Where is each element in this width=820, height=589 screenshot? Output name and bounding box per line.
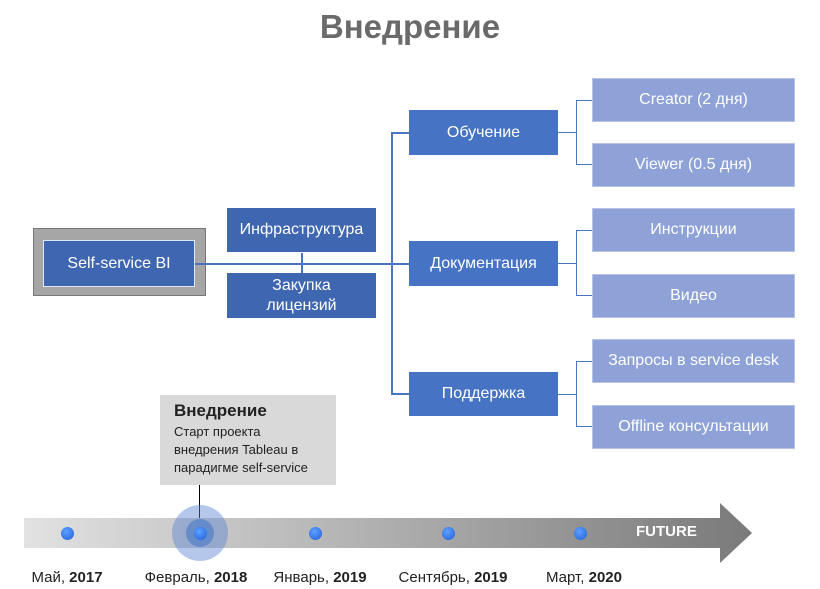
future-label: FUTURE [636,523,697,540]
root-node: Self-service BI [43,240,195,287]
item-video: Видео [592,274,795,318]
item-service-desk: Запросы в service desk [592,339,795,383]
bracket [576,361,592,427]
connector [391,132,409,134]
bracket [576,230,592,296]
month: Февраль, [144,569,210,586]
page-title: Внедрение [319,8,501,45]
year: 2018 [213,569,248,586]
milestone-dot[interactable] [309,527,322,540]
month: Январь, [273,569,330,586]
timeline-arrow [24,503,752,563]
connector [391,132,393,395]
callout-heading: Внедрение [174,401,267,420]
milestone-date: Январь, 2019 [273,569,366,586]
item-viewer: Viewer (0.5 дня) [592,143,795,187]
item-instructions: Инструкции [592,208,795,252]
month: Май, [31,569,66,586]
milestone-dot-active[interactable] [194,527,207,540]
prereq-infrastructure: Инфраструктура [227,208,376,252]
branch-docs: Документация [409,241,558,286]
connector [391,393,409,395]
branch-support: Поддержка [409,372,558,416]
callout-text: Старт проекта внедрения Tableau в паради… [174,424,308,476]
milestone-date: Март, 2020 [546,569,622,586]
milestone-date: Сентябрь, 2019 [399,569,508,586]
month: Март, [546,569,585,586]
callout: Внедрение Старт проекта внедрения Tablea… [160,395,336,485]
milestone-date: Февраль, 2018 [145,569,248,586]
year: 2020 [588,569,622,586]
connector [558,132,576,133]
month: Сентябрь, [398,569,470,586]
milestone-dot[interactable] [61,527,74,540]
milestone-dot[interactable] [574,527,587,540]
connector [301,253,303,273]
year: 2019 [333,569,367,586]
milestone-date: Май, 2017 [31,569,102,586]
callout-pointer [199,485,200,527]
year: 2017 [69,569,103,586]
connector [558,394,576,395]
item-offline: Offline консультации [592,405,795,449]
connector [558,263,576,264]
prereq-licenses: Закупка лицензий [227,273,376,318]
item-creator: Creator (2 дня) [592,78,795,122]
year: 2019 [474,569,508,586]
bracket [576,100,592,165]
branch-training: Обучение [409,110,558,155]
milestone-dot[interactable] [442,527,455,540]
